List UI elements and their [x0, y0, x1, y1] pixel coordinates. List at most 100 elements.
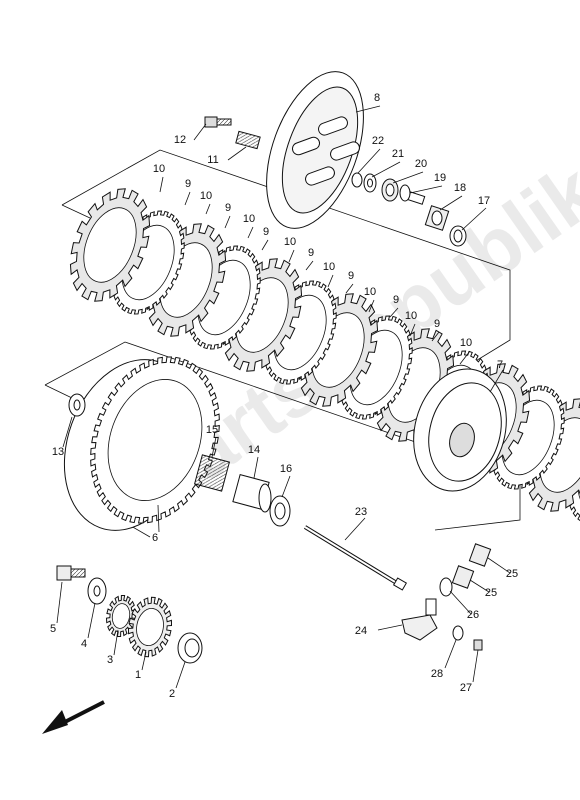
leader-line: [461, 207, 487, 231]
callout-9: 9: [185, 178, 191, 190]
bushing-25b: [451, 565, 475, 589]
leader-line: [62, 416, 73, 448]
leader-line: [431, 331, 440, 342]
pressure-plate: [266, 71, 364, 229]
gear-1-teeth: [127, 596, 173, 658]
callout-9: 9: [434, 318, 440, 330]
callout-10: 10: [153, 163, 165, 175]
callout-23: 23: [355, 506, 367, 518]
guide-box-upper: [61, 149, 511, 396]
callout-18: 18: [454, 182, 466, 194]
spring-11: [235, 130, 261, 150]
callout-10: 10: [200, 190, 212, 202]
callout-19: 19: [434, 172, 446, 184]
leader-line: [444, 639, 457, 669]
washer-16: [269, 495, 291, 527]
leader-line: [205, 203, 211, 215]
leader-line: [327, 274, 334, 288]
callout-10: 10: [460, 337, 472, 349]
callout-9: 9: [263, 226, 269, 238]
callout-26: 26: [467, 609, 479, 621]
callout-16: 16: [280, 463, 292, 475]
callout-25: 25: [506, 568, 518, 580]
spacer-14: [232, 473, 272, 513]
leader-line: [459, 350, 471, 365]
callout-6: 6: [152, 532, 158, 544]
seal-26: [439, 577, 453, 597]
arrow-down-left-icon: [42, 700, 105, 734]
bearing-20: [381, 178, 399, 202]
leader-line: [141, 651, 147, 671]
needle-bearing-15: [193, 454, 231, 492]
washer-28: [452, 625, 464, 641]
washer-21: [363, 173, 377, 193]
callout-10: 10: [405, 310, 417, 322]
callout-25: 25: [485, 587, 497, 599]
leader-line: [489, 369, 504, 393]
callout-14: 14: [248, 444, 260, 456]
leader-line: [281, 475, 291, 498]
push-rod-23: [303, 525, 408, 591]
leader-line: [288, 249, 295, 263]
steel-plate: [187, 245, 261, 350]
leader-line: [87, 602, 96, 639]
callout-7: 7: [497, 359, 503, 371]
thrust-washer-13: [68, 393, 86, 417]
callout-10: 10: [323, 261, 335, 273]
leader-line: [487, 557, 511, 574]
leader-line: [439, 195, 463, 211]
clutch-boss-7: [413, 368, 507, 492]
washer-4: [87, 577, 107, 605]
leader-line: [175, 661, 186, 689]
leader-line: [368, 299, 375, 313]
leader-line: [193, 123, 207, 141]
leader-line: [184, 191, 191, 206]
leader-line: [253, 456, 259, 479]
callout-leaders: [56, 105, 511, 689]
callout-4: 4: [81, 638, 87, 650]
housing-gear-teeth: [90, 356, 220, 524]
callout-12: 12: [174, 134, 186, 146]
callout-22: 22: [372, 135, 384, 147]
leader-line: [247, 226, 254, 239]
callout-2: 2: [169, 688, 175, 700]
callout-10: 10: [364, 286, 376, 298]
leader-line: [357, 148, 381, 174]
callout-1: 1: [135, 669, 141, 681]
callout-9: 9: [348, 270, 354, 282]
leader-line: [377, 624, 403, 631]
leader-line: [355, 105, 381, 113]
callout-11: 11: [207, 154, 218, 166]
bushing-25a: [468, 543, 492, 567]
gear-3: [105, 594, 137, 638]
push-rod-19: [399, 184, 426, 205]
screw-27: [473, 639, 483, 651]
circlip-22: [351, 172, 363, 188]
gear-3-teeth: [105, 594, 137, 638]
callout-9: 9: [308, 247, 314, 259]
leader-line: [224, 215, 231, 229]
lock-washer-17: [449, 225, 467, 247]
leader-line: [409, 185, 443, 194]
leader-line: [157, 504, 160, 533]
leader-line: [345, 283, 354, 294]
lever-24: [401, 598, 438, 641]
callout-9: 9: [393, 294, 399, 306]
callout-15: 15: [206, 424, 218, 436]
leader-line: [227, 146, 247, 161]
leader-line: [472, 649, 479, 683]
callout-13: 13: [52, 446, 64, 458]
leader-line: [449, 590, 472, 615]
leader-line: [159, 176, 164, 193]
callout-21: 21: [392, 148, 404, 160]
leader-line: [211, 436, 217, 458]
leader-line: [344, 517, 366, 541]
callout-3: 3: [107, 654, 113, 666]
bolt-12: [204, 116, 232, 128]
leader-line: [389, 307, 399, 318]
callout-17: 17: [478, 195, 490, 207]
housing-teeth-ring: [90, 356, 220, 524]
